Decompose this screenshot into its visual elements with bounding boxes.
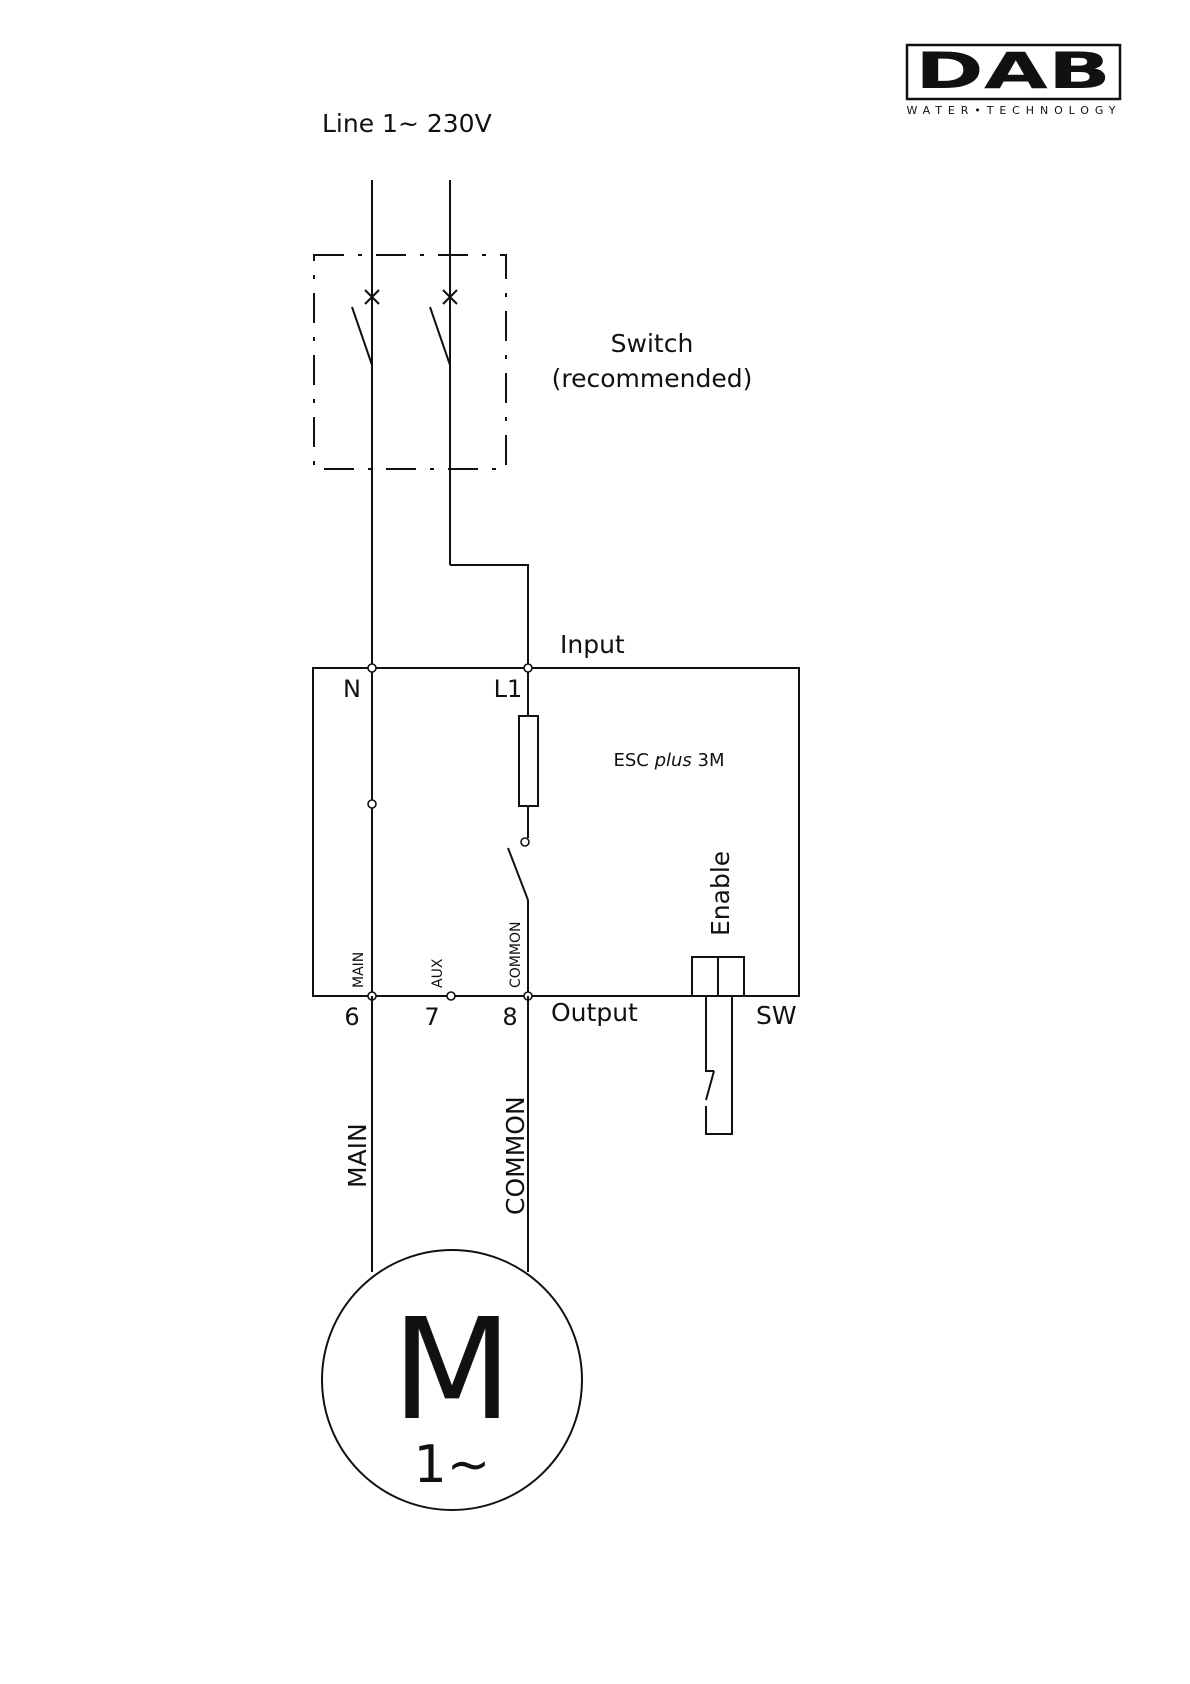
terminal-l1 [524, 664, 532, 672]
switch-enclosure [314, 255, 506, 469]
inner-aux-label: AUX [430, 958, 446, 988]
switch-label-recommended: (recommended) [552, 364, 753, 393]
controller-outline [313, 668, 799, 996]
sw-label: SW [756, 1001, 797, 1030]
inner-main-label: MAIN [351, 952, 367, 988]
line-label: Line 1~ 230V [322, 109, 492, 138]
wire-main-label: MAIN [343, 1123, 372, 1188]
terminal-n [368, 664, 376, 672]
switch-label: Switch [611, 329, 694, 358]
output-label: Output [551, 998, 638, 1027]
motor-phase: 1~ [414, 1435, 491, 1495]
terminal-6-label: 6 [344, 1003, 359, 1031]
motor-letter: M [392, 1289, 513, 1452]
enable-label: Enable [706, 851, 735, 936]
switch-contact-left [352, 288, 379, 365]
logo-tagline: WATER•TECHNOLOGY [907, 104, 1120, 117]
incoming-wires [372, 180, 450, 365]
inner-common-label: COMMON [508, 922, 524, 988]
wire-common-label: COMMON [501, 1096, 530, 1215]
fuse [519, 716, 538, 806]
device-name: ESC plus 3M [613, 750, 724, 771]
device-name-italic: plus [654, 750, 692, 771]
terminal-8-label: 8 [502, 1003, 517, 1031]
terminal-7-label: 7 [424, 1003, 439, 1031]
switch-contact-right [430, 288, 457, 365]
motor: M 1~ [322, 1250, 582, 1510]
neutral-junction [368, 800, 376, 808]
controller-box: Input N L1 ESC plus 3M Enable MAIN AUX C… [313, 630, 799, 1000]
relay-contact-point [521, 838, 529, 846]
device-name-prefix: ESC [613, 750, 654, 771]
switch [314, 255, 528, 670]
terminal-n-label: N [343, 675, 361, 703]
external-enable-switch [706, 996, 732, 1134]
terminal-l1-label: L1 [494, 675, 523, 703]
logo-brand: DAB [915, 42, 1111, 100]
relay-contact [508, 848, 528, 900]
dab-logo: DAB WATER•TECHNOLOGY [907, 42, 1121, 117]
terminal-7 [447, 992, 455, 1000]
input-label: Input [560, 630, 625, 659]
device-name-suffix: 3M [692, 750, 725, 771]
